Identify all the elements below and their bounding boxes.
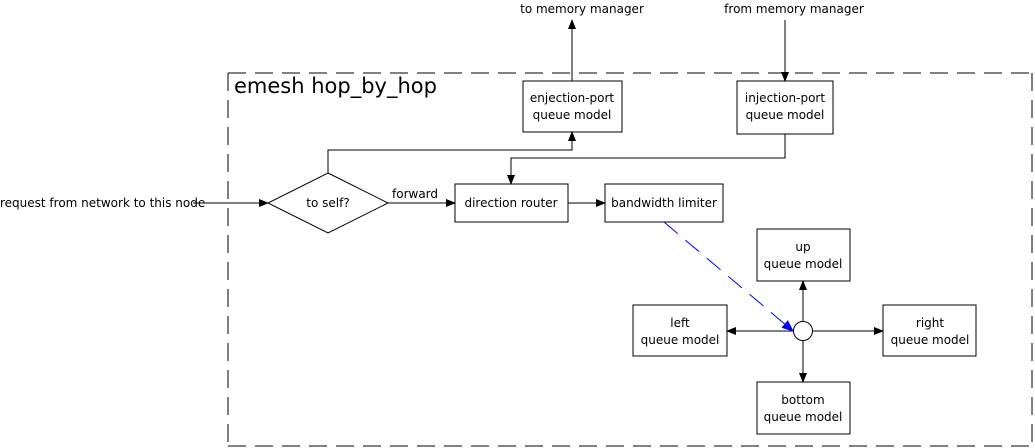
left-line-1: left bbox=[670, 316, 690, 330]
ejection-line-1: enjection-port bbox=[530, 91, 615, 105]
request-in-label: request from network to this node bbox=[0, 196, 205, 210]
bottom-line-2: queue model bbox=[764, 410, 843, 424]
decision-label: to self? bbox=[306, 196, 349, 210]
injection-line-2: queue model bbox=[746, 108, 825, 122]
left-line-2: queue model bbox=[641, 333, 720, 347]
right-line-2: queue model bbox=[891, 333, 970, 347]
right-queue-node: right queue model bbox=[882, 304, 977, 357]
to-memory-manager-label: to memory manager bbox=[520, 2, 644, 16]
bottom-queue-node: bottom queue model bbox=[756, 381, 851, 435]
left-queue-node: left queue model bbox=[632, 304, 728, 357]
junction-node bbox=[793, 321, 813, 341]
ejection-port-queue-node: enjection-port queue model bbox=[522, 80, 623, 133]
ejection-line-2: queue model bbox=[533, 108, 612, 122]
bottom-line-1: bottom bbox=[781, 393, 824, 407]
arrow-injection-to-router bbox=[507, 134, 786, 185]
up-queue-node: up queue model bbox=[756, 228, 851, 282]
boundary bbox=[227, 72, 1033, 447]
bandwidth-limiter-label: bandwidth limiter bbox=[611, 196, 717, 210]
injection-line-1: injection-port bbox=[745, 91, 825, 105]
direction-router-node: direction router bbox=[454, 183, 569, 223]
connectors bbox=[193, 19, 884, 383]
bandwidth-limiter-node: bandwidth limiter bbox=[604, 183, 724, 223]
forward-label: forward bbox=[392, 187, 438, 201]
arrow-to-ejection bbox=[327, 131, 576, 173]
up-line-1: up bbox=[795, 240, 810, 254]
up-line-2: queue model bbox=[764, 257, 843, 271]
dashed-link-limiter-to-junction bbox=[663, 221, 794, 332]
from-memory-manager-label: from memory manager bbox=[724, 2, 864, 16]
injection-port-queue-node: injection-port queue model bbox=[736, 80, 834, 135]
diagram-title: emesh hop_by_hop bbox=[234, 74, 437, 99]
right-line-1: right bbox=[916, 316, 944, 330]
to-self-decision: to self? bbox=[266, 172, 390, 234]
direction-router-label: direction router bbox=[464, 196, 557, 210]
